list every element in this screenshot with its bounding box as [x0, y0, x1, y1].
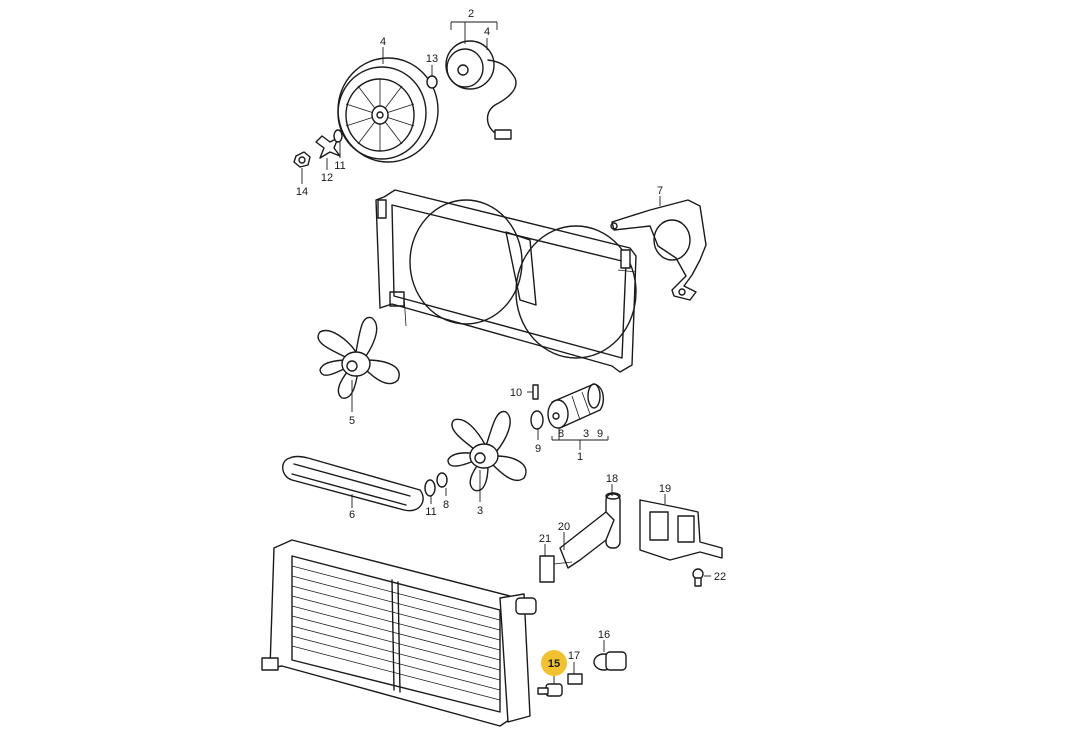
label-10[interactable]: 10 [510, 387, 522, 399]
label-9b[interactable]: 9 [597, 428, 603, 440]
clip-17[interactable] [567, 673, 583, 685]
washer-8[interactable] [436, 472, 448, 488]
washer-13[interactable] [426, 75, 438, 89]
label-15[interactable]: 15 [548, 658, 560, 670]
pin-10[interactable] [532, 384, 539, 400]
bracket-7[interactable] [610, 199, 707, 301]
washer-11-top[interactable] [333, 129, 343, 143]
label-20[interactable]: 20 [558, 521, 570, 533]
radiator[interactable] [261, 539, 537, 727]
label-3[interactable]: 3 [477, 505, 483, 517]
highlight-marker [541, 650, 567, 676]
washer-11-mid[interactable] [424, 479, 436, 497]
label-14[interactable]: 14 [296, 186, 308, 198]
belt-6[interactable] [282, 455, 424, 512]
label-8a[interactable]: 8 [558, 428, 564, 440]
label-13[interactable]: 13 [426, 53, 438, 65]
label-8b[interactable]: 8 [443, 499, 449, 511]
label-11-top[interactable]: 11 [334, 160, 345, 172]
clip-9[interactable] [530, 410, 544, 430]
label-4[interactable]: 4 [380, 36, 386, 48]
fan-blade-5[interactable] [317, 316, 400, 399]
label-3b[interactable]: 3 [583, 428, 589, 440]
label-7[interactable]: 7 [657, 185, 663, 197]
label-11-mid[interactable]: 11 [425, 506, 436, 518]
nut-14[interactable] [293, 151, 311, 168]
label-12[interactable]: 12 [321, 172, 333, 184]
leader-lines [301, 21, 711, 684]
label-16[interactable]: 16 [598, 629, 610, 641]
label-5[interactable]: 5 [349, 415, 355, 427]
label-6[interactable]: 6 [349, 509, 355, 521]
label-22[interactable]: 22 [714, 571, 726, 583]
part-labels: 4 2 4 13 14 12 11 7 5 10 9 8 3 9 1 6 11 … [296, 8, 726, 670]
fan-motor-2[interactable] [445, 40, 517, 140]
label-4b[interactable]: 4 [484, 26, 490, 38]
fan-shroud[interactable] [375, 189, 637, 373]
label-9a[interactable]: 9 [535, 443, 541, 455]
label-21[interactable]: 21 [539, 533, 551, 545]
label-19[interactable]: 19 [659, 483, 671, 495]
label-1[interactable]: 1 [577, 451, 583, 463]
label-18[interactable]: 18 [606, 473, 618, 485]
label-17[interactable]: 17 [568, 650, 580, 662]
sensor-15[interactable] [537, 683, 563, 697]
seal-16[interactable] [593, 651, 627, 671]
bracket-20-21[interactable] [539, 511, 615, 583]
bracket-19[interactable] [639, 499, 723, 561]
fan-motor-1[interactable] [547, 383, 605, 429]
label-2[interactable]: 2 [468, 8, 474, 20]
fan-4[interactable] [337, 57, 439, 163]
bolt-22[interactable] [692, 568, 704, 587]
spider-12[interactable] [315, 135, 341, 159]
fan-blade-3[interactable] [447, 410, 527, 492]
